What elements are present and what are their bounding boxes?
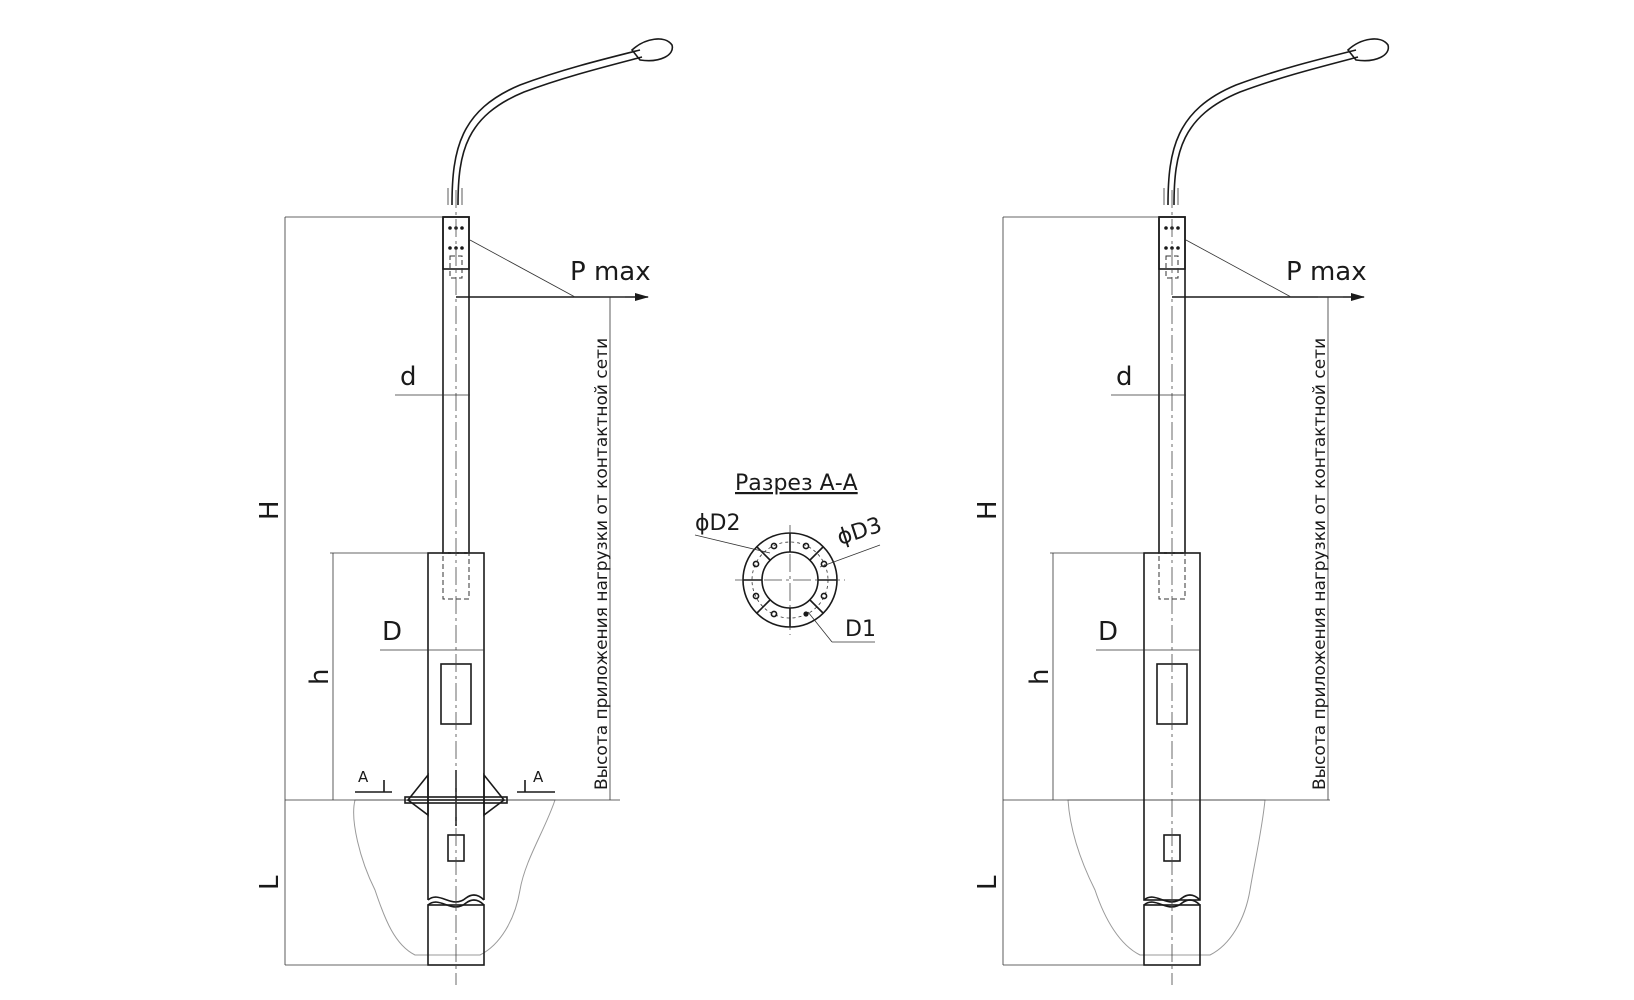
left-D-label: D xyxy=(382,617,402,647)
right-soil-pit xyxy=(1067,799,1266,956)
section-title: Разрез А-А xyxy=(735,471,858,496)
right-d-label: d xyxy=(1116,362,1133,392)
section-d2-label: ϕD2 xyxy=(695,511,740,536)
right-pmax-label: P max xyxy=(1286,257,1367,287)
left-lamp-arm xyxy=(451,49,641,206)
right-vertical-caption: Высота приложения нагрузки от контактной… xyxy=(1310,338,1330,790)
right-lamp-arm xyxy=(1167,49,1357,206)
left-d-label: d xyxy=(400,362,417,392)
left-H-label: H xyxy=(255,500,285,520)
left-vertical-caption: Высота приложения нагрузки от контактной… xyxy=(592,338,612,790)
left-h-label: h xyxy=(305,669,335,685)
right-L-label: L xyxy=(973,875,1003,890)
left-soil-pit xyxy=(353,799,556,956)
section-bolt-holes xyxy=(752,542,828,618)
section-d3-label: ϕD3 xyxy=(834,513,885,551)
left-flange xyxy=(406,772,506,801)
section-d1-label: D1 xyxy=(845,617,876,642)
right-pole-drawing: P max Высота приложения нагрузки от конт… xyxy=(973,38,1390,985)
section-view: Разрез А-А ϕD2 ϕD3 xyxy=(694,471,885,643)
right-H-label: H xyxy=(973,500,1003,520)
left-section-mark-right: A xyxy=(533,768,544,786)
left-pmax-label: P max xyxy=(570,257,651,287)
left-pole-drawing: P max Высота приложения нагрузки от конт… xyxy=(255,38,674,985)
left-luminaire xyxy=(630,38,674,62)
right-luminaire xyxy=(1346,38,1390,62)
right-h-label: h xyxy=(1025,669,1055,685)
left-L-label: L xyxy=(255,875,285,890)
left-section-mark-left: A xyxy=(358,768,369,786)
section-ribs xyxy=(743,533,837,627)
right-D-label: D xyxy=(1098,617,1118,647)
